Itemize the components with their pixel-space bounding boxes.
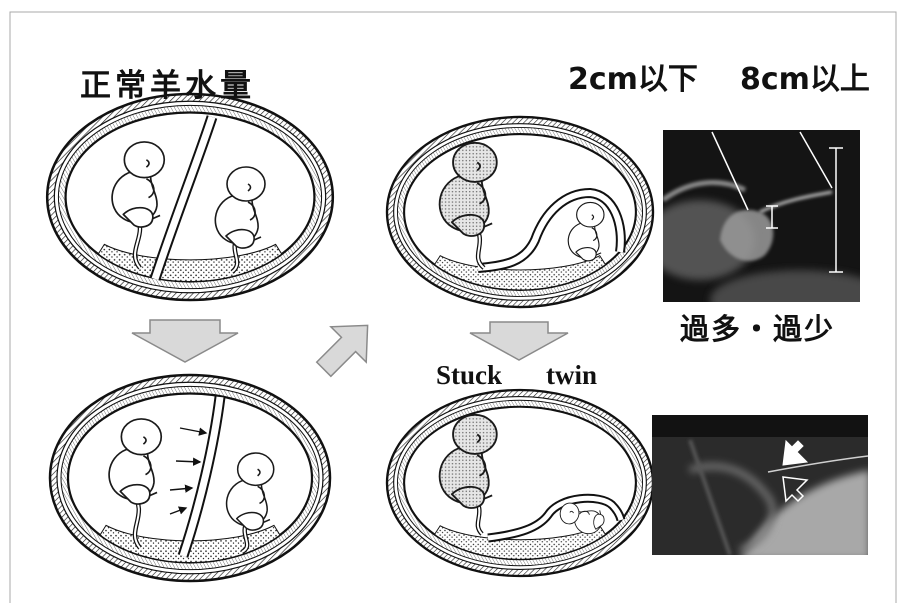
measure-low-label: 2cm以下	[568, 54, 698, 98]
down-arrow-middle	[470, 322, 568, 360]
illustration-fluid-shift	[50, 375, 330, 581]
illustration-normal-twins	[47, 94, 333, 300]
stuck-twin-label-word1: Stuck	[436, 360, 502, 391]
down-arrow-left	[132, 320, 238, 362]
ultrasound-image-top	[645, 130, 890, 330]
uterus	[47, 94, 333, 300]
stuck-twin-label-word2: twin	[546, 360, 597, 391]
normal-amniotic-volume-title: 正常羊水量	[80, 60, 255, 105]
diagonal-arrow	[306, 308, 385, 387]
illustration-stuck-twin-early	[387, 117, 653, 307]
ultrasound-top-band	[652, 415, 868, 437]
fluid-shift-arrow-2	[176, 461, 200, 462]
measure-high-label: 8cm以上	[740, 54, 870, 98]
ultrasound-image-bottom	[652, 415, 870, 560]
uterus	[387, 390, 653, 576]
ultrasound-caption: 過多・過少	[680, 306, 835, 348]
illustration-stuck-twin	[387, 390, 653, 576]
